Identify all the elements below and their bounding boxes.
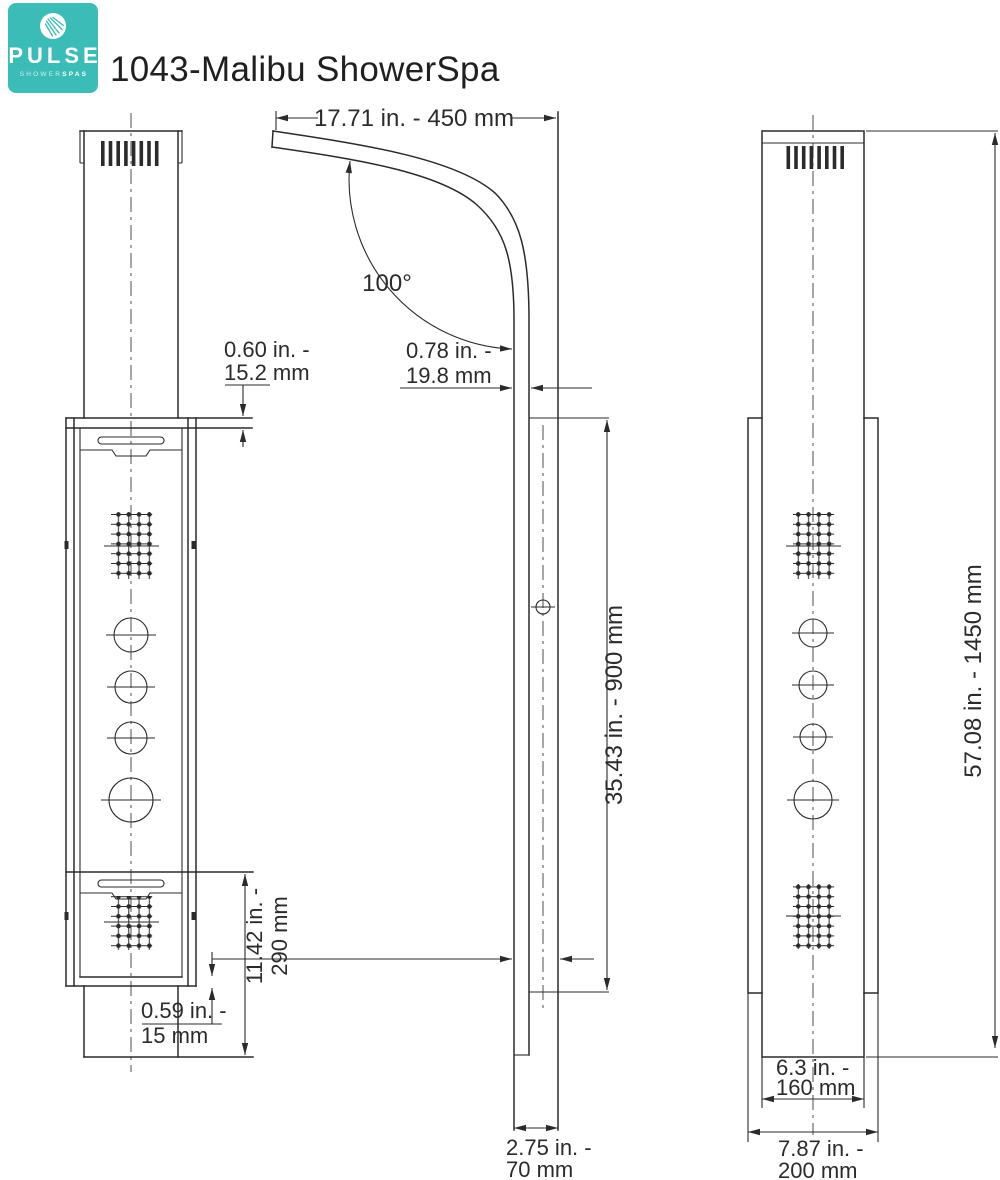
top-bracket-notch bbox=[80, 449, 182, 457]
dim-overall-height: 57.08 in. - 1450 mm bbox=[960, 564, 987, 777]
front-view bbox=[64, 113, 254, 1072]
dim-bottom-lip-1: 0.59 in. - bbox=[141, 998, 227, 1023]
dim-arm-dia-1: 0.78 in. - bbox=[406, 338, 492, 363]
dim-depth-1: 2.75 in. - bbox=[506, 1135, 592, 1160]
dim-top-lip-1: 0.60 in. - bbox=[224, 337, 310, 362]
body-jet-grid-top-back bbox=[786, 512, 841, 579]
logo-sub-light: SHOWER bbox=[19, 71, 63, 78]
dim-lower-height-1: 11.42 in. - bbox=[242, 888, 267, 984]
logo-brand-text: PULSE bbox=[8, 43, 102, 68]
top-bracket-lip bbox=[65, 417, 253, 429]
side-rails bbox=[65, 417, 197, 987]
dim-arm-dia-2: 19.8 mm bbox=[406, 363, 492, 388]
body-jet-grid-top-front bbox=[104, 512, 159, 579]
dim-depth-2: 70 mm bbox=[506, 1157, 573, 1180]
dim-overall-width-2: 200 mm bbox=[778, 1158, 857, 1180]
vent-slats-front bbox=[101, 141, 159, 166]
side-view bbox=[271, 111, 609, 1131]
pulse-logo: PULSE SHOWERSPAS bbox=[8, 3, 98, 93]
logo-sub-text: SHOWERSPAS bbox=[20, 71, 88, 78]
angle-arc bbox=[345, 160, 513, 352]
dim-panel-width-2: 160 mm bbox=[776, 1075, 855, 1100]
shower-spray-icon bbox=[40, 13, 66, 39]
dim-overall-width-1: 7.87 in. - bbox=[778, 1136, 864, 1161]
dim-panel-height: 35.43 in. - 900 mm bbox=[601, 605, 628, 805]
page-title: 1043-Malibu ShowerSpa bbox=[110, 50, 500, 89]
wall-bracket-right bbox=[863, 417, 879, 994]
body-jet-grid-bottom-back bbox=[786, 884, 841, 949]
dim-arm-length: 17.71 in. - 450 mm bbox=[314, 105, 514, 132]
dim-lower-height-2: 290 mm bbox=[267, 896, 292, 975]
vent-slats-back bbox=[786, 146, 844, 169]
control-knobs-front bbox=[101, 617, 161, 823]
dim-top-lip-2: 15.2 mm bbox=[224, 360, 310, 385]
control-knobs-back bbox=[787, 618, 839, 820]
top-bracket-slot bbox=[97, 436, 165, 445]
body-jet-grid-bottom-front bbox=[104, 896, 159, 950]
bottom-bracket-slot bbox=[97, 879, 165, 888]
wall-bracket-left bbox=[747, 417, 763, 994]
dim-angle: 100° bbox=[362, 270, 412, 297]
back-view bbox=[747, 115, 879, 1135]
dimension-annotations: 17.71 in. - 450 mm 100° 0.78 in. - 19.8 … bbox=[141, 105, 999, 1180]
dim-panel-width-1: 6.3 in. - bbox=[776, 1055, 849, 1080]
logo-sub-bold: SPAS bbox=[62, 71, 89, 78]
dim-bottom-lip-2: 15 mm bbox=[141, 1023, 208, 1048]
